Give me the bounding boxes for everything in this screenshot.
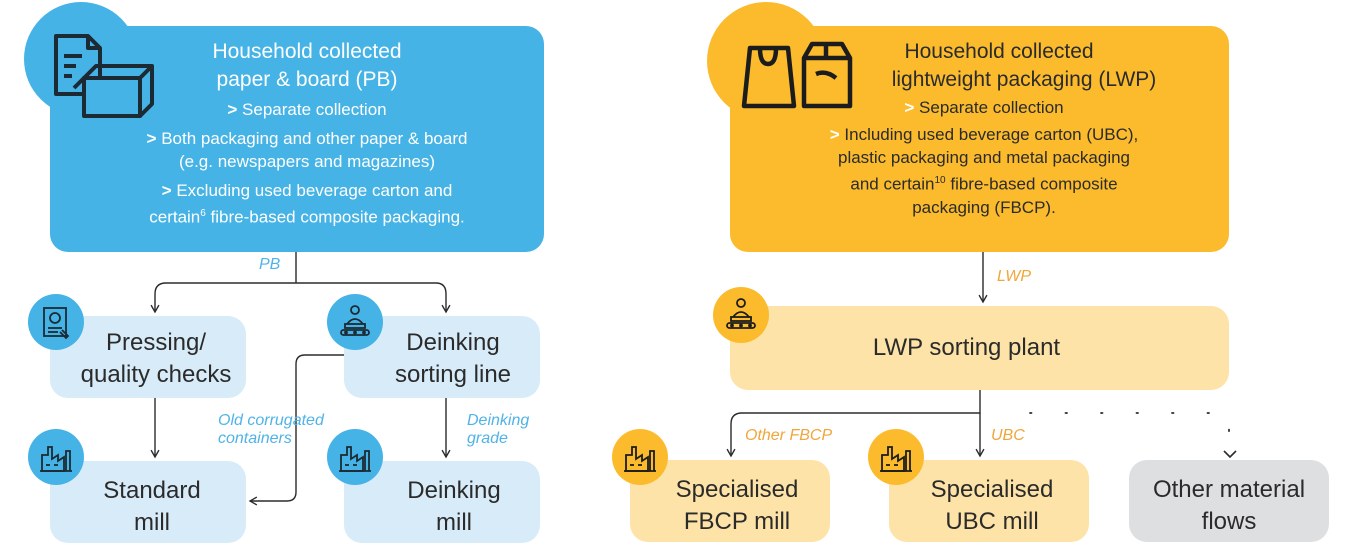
lwp-main-box: [730, 26, 1229, 252]
deinking-mill-node: Deinking mill: [344, 461, 540, 543]
pb-bullet-marker-2: >: [146, 129, 157, 148]
sorting-conveyor-icon: [340, 305, 370, 336]
fbcp-mill-line1: Specialised: [675, 476, 799, 503]
pressing-line2: quality checks: [80, 361, 232, 388]
pb-bullet-marker-3: >: [161, 181, 172, 200]
lwp-bullet-2-line1: Including used beverage carton (UBC),: [844, 125, 1139, 144]
pb-last-post: fibre-based composite packaging.: [205, 207, 465, 227]
lwp-line3-pre: and certain: [850, 174, 935, 194]
pb-bullet-marker-1: >: [227, 100, 238, 119]
pb-document-box-icon: [48, 32, 158, 118]
sorting-conveyor-icon: [726, 298, 756, 329]
lwp-bullet-2-line2: plastic packaging and metal packaging: [837, 148, 1131, 167]
factory-icon-circle-deinking: [327, 429, 383, 485]
factory-icon: [880, 446, 912, 472]
quality-check-icon: [43, 307, 70, 340]
ubc-mill-line1: Specialised: [930, 476, 1054, 503]
lwp-box-text: Household collected lightweight packagin…: [744, 38, 1224, 219]
deinking-mill-line1: Deinking: [407, 477, 501, 504]
pressing-line1: Pressing/: [105, 329, 207, 356]
factory-icon-circle-ubc: [868, 429, 924, 485]
occ-flow-label: Old corrugated containers: [218, 412, 324, 448]
pb-footnote-6: 6: [200, 208, 206, 219]
lwp-flow-label: LWP: [997, 268, 1032, 285]
lwp-line3-post: fibre-based composite: [945, 174, 1118, 194]
lwp-bullet-marker-2: >: [829, 125, 840, 144]
pb-to-deinking-arrow: [296, 282, 451, 314]
lwp-footnote-10: 10: [934, 175, 946, 186]
other-fbcp-label: Other FBCP: [745, 427, 833, 444]
other-flows-line1: Other material: [1152, 476, 1306, 503]
lwp-bag-carton-icon: [738, 40, 853, 112]
standard-mill-line1: Standard: [103, 477, 201, 504]
ubc-mill-line2: UBC mill: [945, 508, 1039, 535]
factory-icon: [40, 446, 72, 472]
fbcp-mill-line2: FBCP mill: [683, 508, 791, 535]
lwp-bullet-marker-1: >: [904, 98, 915, 117]
quality-check-icon-circle: [28, 294, 84, 350]
sorting-to-other-dotted: [1029, 412, 1230, 446]
lwp-title-1: Household collected: [904, 40, 1094, 63]
other-flows-arrowhead: [1223, 450, 1237, 459]
pb-to-pressing-arrow: [150, 282, 296, 314]
deinking-line-line2: sorting line: [394, 361, 512, 388]
factory-icon-circle-standard: [28, 429, 84, 485]
pb-bullet-3-line2: certain6 fibre-based composite packaging…: [60, 202, 554, 229]
lwp-sorting-plant-node: LWP sorting plant: [730, 306, 1229, 390]
occ-line1: Old corrugated: [218, 412, 324, 429]
deinking-line-line1: Deinking: [406, 329, 500, 356]
lwp-bullet-1: Separate collection: [919, 98, 1064, 117]
deinking-mill-line2: mill: [436, 509, 472, 536]
factory-icon: [624, 446, 656, 472]
lwp-title-2: lightweight packaging (LWP): [891, 68, 1157, 91]
lwp-sorting-label: LWP sorting plant: [872, 334, 1061, 361]
other-material-flows-node: Other material flows: [1129, 460, 1329, 542]
occ-line2: containers: [218, 430, 292, 447]
deinking-grade-label: Deinking grade: [467, 412, 529, 448]
fbcp-mill-node: Specialised FBCP mill: [630, 460, 830, 542]
deinking-grade-line2: grade: [467, 430, 508, 447]
ubc-mill-node: Specialised UBC mill: [889, 460, 1089, 542]
factory-icon-circle-fbcp: [612, 429, 668, 485]
pb-bullet-2-line2: (e.g. newspapers and magazines): [178, 152, 436, 171]
pb-box-text: Household collected paper & board (PB) >…: [60, 38, 554, 229]
standard-mill-line2: mill: [134, 509, 170, 536]
lwp-bullet-2-line3: and certain10 fibre-based composite: [744, 169, 1224, 196]
pb-bullet-2-line1: Both packaging and other paper & board: [161, 129, 468, 148]
occ-to-standard-arrow: [248, 354, 344, 506]
pb-flow-label: PB: [259, 256, 281, 273]
pb-bullet-3-line1: Excluding used beverage carton and: [176, 181, 453, 200]
sorting-conveyor-icon-circle: [327, 294, 383, 350]
deinking-grade-line1: Deinking: [467, 412, 530, 429]
factory-icon: [339, 446, 371, 472]
lwp-sorting-icon-circle: [713, 287, 769, 343]
other-flows-line2: flows: [1201, 508, 1257, 535]
pb-title-1: Household collected: [212, 40, 402, 63]
pb-main-box: [50, 26, 544, 252]
ubc-flow-label: UBC: [991, 427, 1025, 444]
pb-title-2: paper & board (PB): [216, 68, 398, 91]
lwp-bullet-2-line4: packaging (FBCP).: [912, 197, 1056, 217]
sorting-to-fbcp-arrow: [726, 390, 981, 458]
standard-mill-node: Standard mill: [50, 461, 246, 543]
pb-last-pre: certain: [149, 207, 201, 227]
pb-bullet-1: Separate collection: [242, 100, 387, 119]
